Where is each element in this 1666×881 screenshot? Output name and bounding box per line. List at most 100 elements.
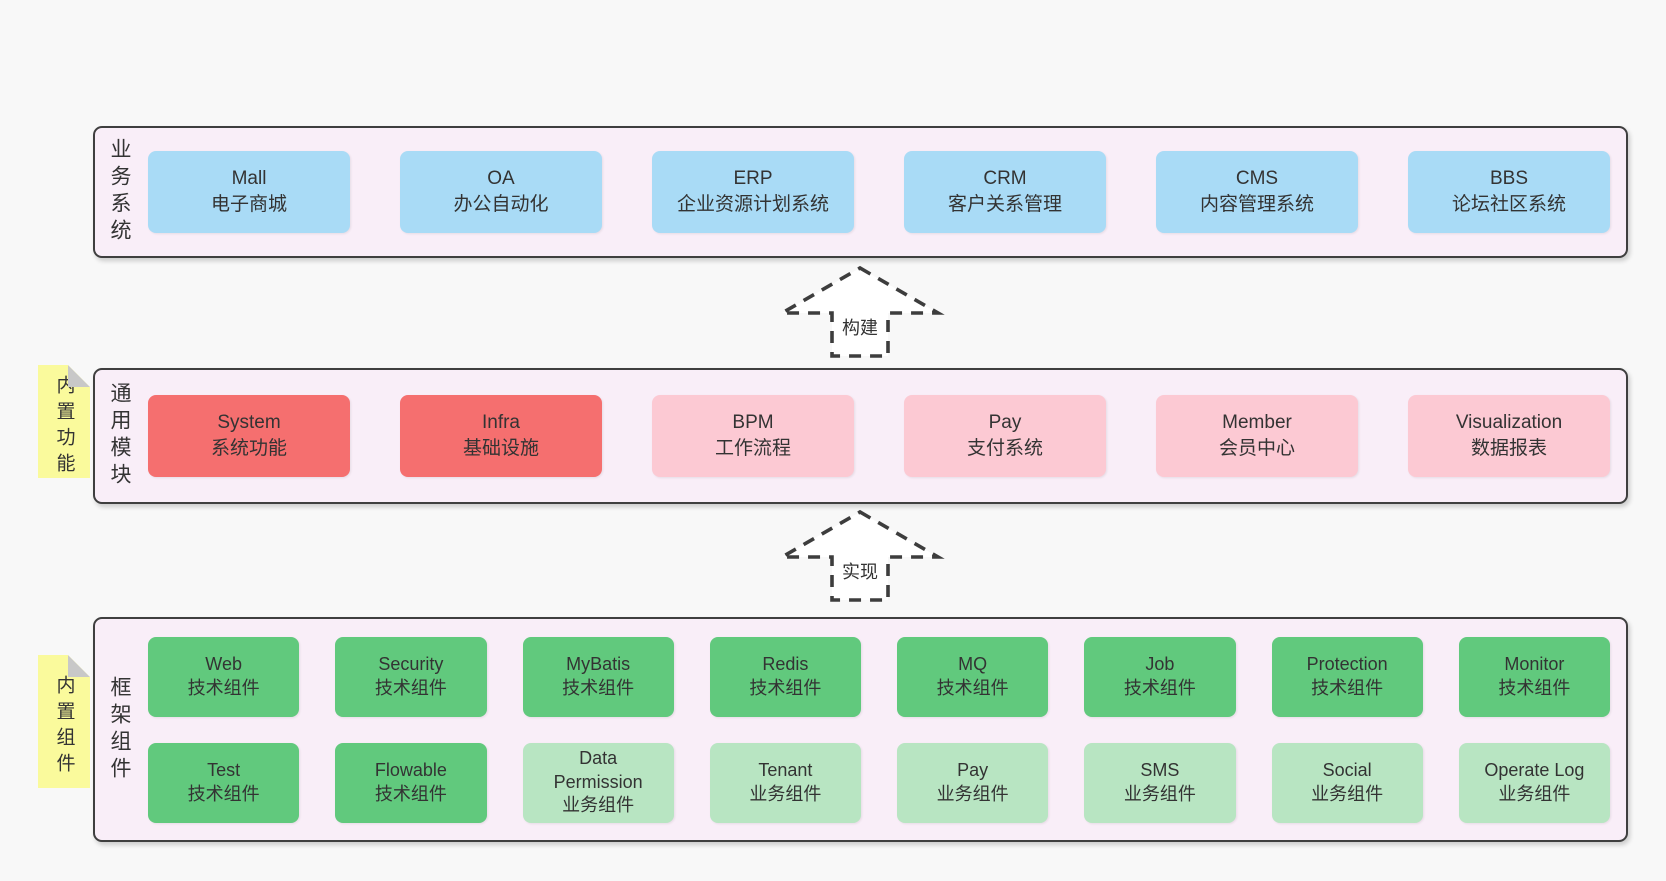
box-name: MyBatis xyxy=(566,654,631,675)
build-arrow-label: 构建 xyxy=(839,314,881,340)
box-desc: 业务组件 xyxy=(1123,783,1196,804)
implement-arrow-label: 实现 xyxy=(839,558,881,584)
box-name: Protection xyxy=(1306,654,1388,675)
box-desc: 业务组件 xyxy=(562,795,635,816)
box-job: Job 技术组件 xyxy=(1084,636,1236,717)
folded-corner-icon xyxy=(68,655,90,677)
box-desc: 基础设施 xyxy=(462,438,539,459)
box-desc: 技术组件 xyxy=(187,783,260,804)
box-social: Social 业务组件 xyxy=(1271,742,1423,823)
box-operate-log: Operate Log 业务组件 xyxy=(1458,742,1610,823)
sticky-note-built-in-components: 内置组件 xyxy=(38,655,90,788)
box-name: Security xyxy=(378,654,444,675)
components-row-1: Web 技术组件 Security 技术组件 MyBatis 技术组件 Redi… xyxy=(148,636,1610,717)
box-tenant: Tenant 业务组件 xyxy=(709,742,861,823)
box-name: OA xyxy=(487,167,515,189)
box-cms: CMS 内容管理系统 xyxy=(1156,151,1358,233)
business-boxes-row: Mall 电子商城 OA 办公自动化 ERP 企业资源计划系统 CRM 客户关系… xyxy=(148,151,1610,233)
box-desc: 技术组件 xyxy=(187,677,260,698)
box-name: System xyxy=(217,411,281,433)
up-block-arrow-icon xyxy=(775,265,945,358)
box-name: SMS xyxy=(1140,760,1180,781)
box-name: Operate Log xyxy=(1484,760,1585,781)
box-desc: 支付系统 xyxy=(966,438,1043,459)
box-name: CMS xyxy=(1235,167,1279,189)
sticky-text: 内置组件 xyxy=(53,674,75,779)
box-visualization: Visualization 数据报表 xyxy=(1408,395,1610,477)
box-desc: 会员中心 xyxy=(1218,438,1295,459)
box-desc: 技术组件 xyxy=(936,677,1009,698)
box-name: Test xyxy=(207,760,241,781)
build-arrow: 构建 xyxy=(775,264,945,360)
box-name: Data Permission xyxy=(553,748,643,792)
modules-boxes-row: System 系统功能 Infra 基础设施 BPM 工作流程 Pay 支付系统… xyxy=(148,395,1610,477)
box-oa: OA 办公自动化 xyxy=(400,151,602,233)
sticky-text: 内置功能 xyxy=(53,374,75,479)
box-test: Test 技术组件 xyxy=(148,742,300,823)
panel-components-label: 框架组件 xyxy=(108,675,131,784)
box-name: ERP xyxy=(733,167,773,189)
up-block-arrow-icon xyxy=(775,509,945,602)
box-system: System 系统功能 xyxy=(148,395,350,477)
box-desc: 工作流程 xyxy=(714,438,791,459)
box-desc: 数据报表 xyxy=(1470,438,1547,459)
box-name: Flowable xyxy=(374,760,447,781)
box-name: BPM xyxy=(732,411,774,433)
box-name: Infra xyxy=(481,411,521,433)
box-name: Mall xyxy=(231,167,267,189)
panel-modules-label: 通用模块 xyxy=(108,382,131,490)
box-erp: ERP 企业资源计划系统 xyxy=(652,151,854,233)
box-monitor: Monitor 技术组件 xyxy=(1458,636,1610,717)
box-member: Member 会员中心 xyxy=(1156,395,1358,477)
box-name: Pay xyxy=(957,760,989,781)
implement-arrow: 实现 xyxy=(775,508,945,604)
box-name: Pay xyxy=(988,411,1022,433)
box-mybatis: MyBatis 技术组件 xyxy=(522,636,674,717)
folded-corner-icon xyxy=(68,365,90,387)
box-bpm: BPM 工作流程 xyxy=(652,395,854,477)
box-name: MQ xyxy=(958,654,988,675)
box-name: Visualization xyxy=(1455,411,1563,433)
box-desc: 论坛社区系统 xyxy=(1451,194,1566,215)
components-rows: Web 技术组件 Security 技术组件 MyBatis 技术组件 Redi… xyxy=(148,636,1610,823)
box-desc: 技术组件 xyxy=(374,677,447,698)
panel-common-modules: 通用模块 System 系统功能 Infra 基础设施 BPM 工作流程 Pay… xyxy=(93,368,1628,504)
box-flowable: Flowable 技术组件 xyxy=(335,742,487,823)
box-desc: 技术组件 xyxy=(1311,677,1384,698)
box-desc: 业务组件 xyxy=(936,783,1009,804)
box-web: Web 技术组件 xyxy=(148,636,300,717)
box-name: Tenant xyxy=(758,760,813,781)
panel-business-systems: 业务系统 Mall 电子商城 OA 办公自动化 ERP 企业资源计划系统 CRM… xyxy=(93,126,1628,258)
box-data-permission: Data Permission 业务组件 xyxy=(522,742,674,823)
box-desc: 技术组件 xyxy=(1123,677,1196,698)
box-pay: Pay 支付系统 xyxy=(904,395,1106,477)
panel-business-label: 业务系统 xyxy=(108,138,131,246)
box-desc: 内容管理系统 xyxy=(1199,194,1314,215)
box-desc: 系统功能 xyxy=(210,438,287,459)
box-name: CRM xyxy=(983,167,1027,189)
box-bbs: BBS 论坛社区系统 xyxy=(1408,151,1610,233)
box-desc: 办公自动化 xyxy=(453,194,549,215)
box-mall: Mall 电子商城 xyxy=(148,151,350,233)
box-name: Social xyxy=(1322,760,1372,781)
box-desc: 技术组件 xyxy=(562,677,635,698)
box-name: Member xyxy=(1222,411,1292,433)
box-name: Redis xyxy=(762,654,809,675)
box-desc: 企业资源计划系统 xyxy=(676,194,829,215)
box-desc: 技术组件 xyxy=(749,677,822,698)
components-row-2: Test 技术组件 Flowable 技术组件 Data Permission … xyxy=(148,742,1610,823)
box-desc: 技术组件 xyxy=(374,783,447,804)
box-desc: 电子商城 xyxy=(210,194,287,215)
box-pay-biz: Pay 业务组件 xyxy=(897,742,1049,823)
box-name: Job xyxy=(1145,654,1175,675)
box-mq: MQ 技术组件 xyxy=(897,636,1049,717)
box-security: Security 技术组件 xyxy=(335,636,487,717)
box-desc: 业务组件 xyxy=(1311,783,1384,804)
box-desc: 业务组件 xyxy=(749,783,822,804)
sticky-note-built-in-features: 内置功能 xyxy=(38,365,90,478)
box-desc: 技术组件 xyxy=(1498,677,1571,698)
box-desc: 客户关系管理 xyxy=(947,194,1062,215)
box-name: Web xyxy=(205,654,242,675)
box-name: BBS xyxy=(1489,167,1529,189)
